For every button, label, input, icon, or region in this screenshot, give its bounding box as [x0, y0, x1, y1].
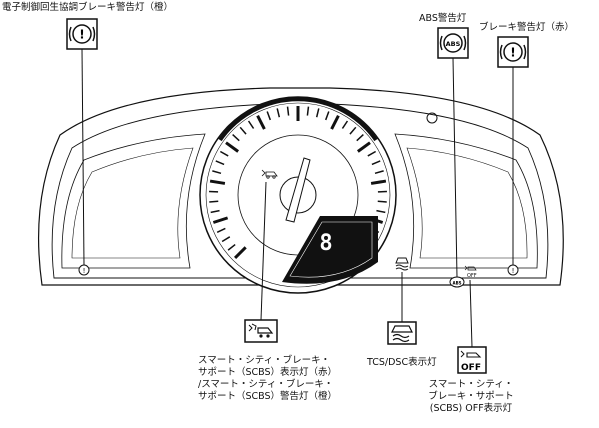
scbs-icon: [244, 319, 278, 343]
brake-red-lamp: !: [507, 264, 519, 276]
gauge-tick: [266, 111, 272, 121]
gauge-tick: [234, 246, 247, 259]
gauge-tick: [330, 115, 340, 130]
label-scbs: スマート・シティ・ブレーキ・ サポート（SCBS）表示灯（赤） /スマート・シテ…: [198, 355, 337, 403]
gauge-tick: [216, 227, 226, 233]
gauge-ticks: [209, 97, 387, 259]
gauge-tick: [349, 126, 357, 135]
gauge-tick: [212, 170, 222, 175]
scbs-gauge-icon: [261, 169, 278, 179]
gauge-needle: [285, 157, 311, 223]
svg-text:OFF: OFF: [467, 273, 477, 279]
gauge-tick: [212, 216, 229, 224]
gauge-tick: [215, 160, 225, 166]
gauge-tick: [370, 179, 387, 185]
gauge-tick: [306, 106, 310, 116]
gauge-tick: [377, 200, 387, 203]
abs-lamp: ABS: [449, 276, 465, 288]
gauge-tick: [232, 134, 240, 142]
label-scbs-off-line-3: (SCBS) OFF表示灯: [429, 403, 513, 414]
label-tcs: TCS/DSC表示灯: [367, 357, 437, 368]
label-brake-orange: 電子制御回生協調ブレーキ警告灯（橙）: [2, 2, 174, 13]
brake-orange-icon: !: [66, 18, 98, 50]
leader-lines: [81, 48, 514, 348]
gauge-arc: [218, 97, 378, 142]
svg-text:!: !: [512, 267, 515, 275]
gauge-tick: [371, 160, 381, 166]
label-scbs-line-2: サポート（SCBS）表示灯（赤）: [198, 367, 338, 378]
label-scbs-line-4: サポート（SCBS）警告灯（橙）: [198, 391, 338, 402]
gauge-tick: [356, 134, 364, 142]
svg-text:OFF: OFF: [461, 363, 481, 373]
gauge-tick: [225, 141, 240, 153]
gauge-tick: [219, 150, 229, 157]
brake-orange-lamp: !: [78, 264, 90, 276]
digital-display: [282, 216, 378, 284]
gauge-tick: [227, 243, 236, 251]
gauge-tick: [376, 209, 386, 214]
gauge-tick: [209, 179, 226, 185]
tcs-icon: [387, 321, 417, 345]
gauge-tick: [324, 111, 330, 121]
gauge-tick: [286, 106, 290, 116]
gauge-tick: [247, 120, 255, 129]
label-scbs-off-line-2: ブレーキ・サポート: [428, 391, 514, 402]
gauge-tick: [367, 150, 377, 157]
gauge-tick: [341, 120, 349, 129]
label-scbs-off: スマート・シティ・ ブレーキ・サポート (SCBS) OFF表示灯: [421, 379, 521, 415]
label-abs: ABS警告灯: [419, 13, 467, 24]
gauge-tick: [256, 115, 266, 130]
tcs-lamp: [395, 257, 409, 271]
svg-text:ABS: ABS: [452, 281, 461, 286]
brake-red-icon: !: [497, 36, 529, 68]
gauge-tick: [210, 209, 220, 214]
speedometer-gauge: 8: [199, 96, 397, 294]
label-scbs-off-line-1: スマート・シティ・: [428, 379, 514, 390]
scbs-off-lamp: OFF: [464, 265, 477, 279]
gauge-tick: [315, 108, 320, 118]
svg-text:!: !: [79, 28, 84, 42]
label-brake-red: ブレーキ警告灯（赤）: [479, 22, 575, 33]
scbs-off-icon: OFF: [457, 346, 487, 374]
svg-text:!: !: [83, 267, 86, 275]
svg-text:ABS: ABS: [446, 40, 461, 48]
gear-indicator: 8: [319, 231, 332, 256]
cluster-housing: [37, 87, 564, 286]
gauge-tick: [356, 141, 371, 153]
gauge-tick: [239, 126, 247, 135]
gauge-tick: [276, 108, 281, 118]
label-scbs-line-1: スマート・シティ・ブレーキ・: [198, 355, 331, 366]
label-scbs-line-3: /スマート・シティ・ブレーキ・: [198, 379, 334, 390]
svg-text:!: !: [510, 46, 515, 60]
gauge-tick: [209, 200, 219, 203]
gauge-tick: [221, 236, 231, 243]
abs-icon: ABS: [437, 27, 469, 59]
gauge-tick: [374, 170, 384, 175]
